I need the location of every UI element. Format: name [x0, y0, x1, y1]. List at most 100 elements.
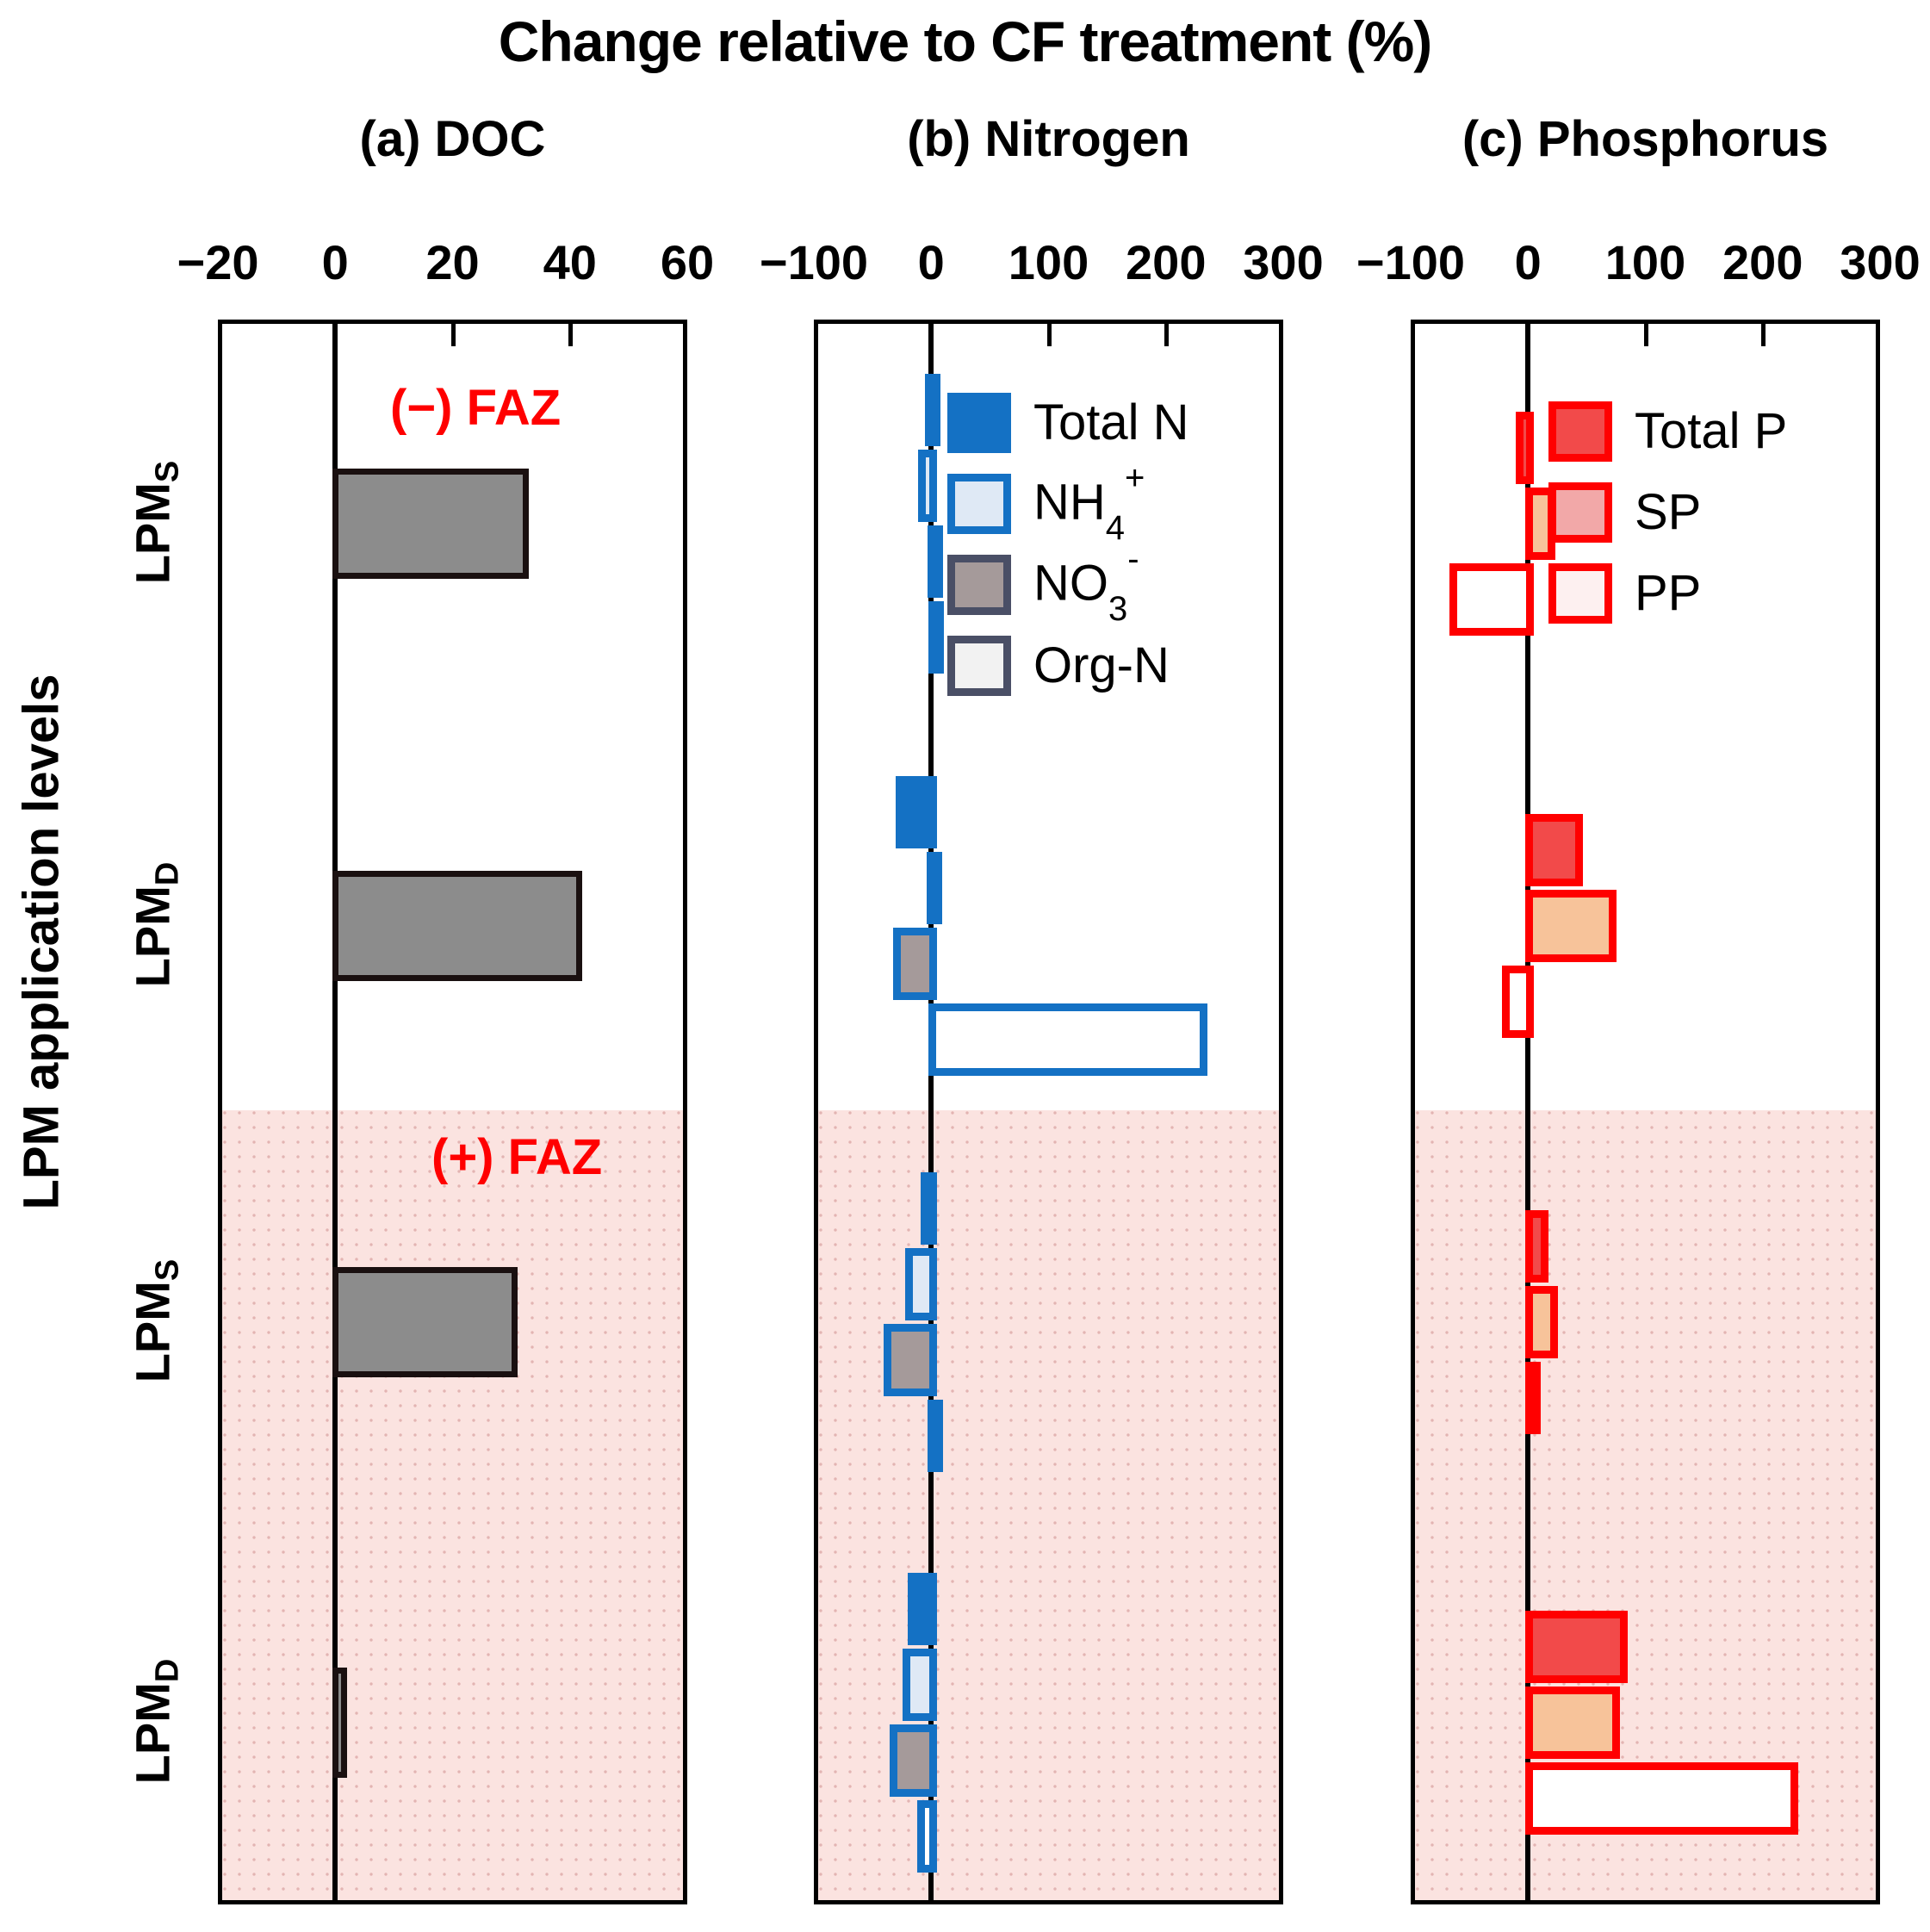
legend-label: Org-N [1033, 637, 1170, 693]
x-tick-label: 40 [543, 235, 597, 289]
positive-faz-shaded-band [1415, 1110, 1876, 1900]
legend-item[interactable]: PP [1548, 560, 1787, 627]
zero-reference-line [1525, 324, 1531, 1900]
annotation-positive-faz: (+) FAZ [431, 1129, 603, 1185]
legend-swatch-icon [1548, 563, 1612, 624]
positive-faz-shaded-band [222, 1110, 683, 1900]
legend-item[interactable]: SP [1548, 479, 1787, 546]
plot-area-b [814, 320, 1283, 1904]
x-tick-label: −100 [1356, 235, 1466, 289]
y-tick-label-lpm-d: LPMD [125, 1658, 186, 1785]
bar [332, 469, 530, 579]
bar [332, 1267, 518, 1377]
bar [332, 1668, 348, 1778]
legend-swatch-icon [1548, 401, 1612, 462]
bar [903, 1649, 938, 1721]
panel-a: (a) DOC −20 0 20 40 60 [177, 0, 715, 1932]
x-tick-label: 0 [1514, 235, 1542, 289]
panel-c: (c) Phosphorus −100 0 100 200 300 [1356, 0, 1921, 1932]
x-axis-ticks-c: −100 0 100 200 300 [1356, 234, 1921, 289]
bar [925, 374, 941, 446]
bar [893, 928, 938, 1000]
bar [926, 852, 942, 924]
bar [1502, 966, 1535, 1038]
zero-reference-line [928, 324, 934, 1900]
plot-area-a [218, 320, 687, 1904]
x-axis-ticks-b: −100 0 100 200 300 [760, 234, 1324, 289]
bar [1525, 1362, 1542, 1434]
legend-label: PP [1635, 565, 1702, 621]
legend-item[interactable]: Total N [947, 389, 1189, 457]
bar [1525, 1210, 1548, 1283]
positive-faz-shaded-band [818, 1110, 1279, 1900]
bar [884, 1324, 938, 1396]
x-tick-label: 0 [917, 235, 945, 289]
bar [920, 1172, 938, 1245]
bar [905, 1248, 938, 1320]
legend-phosphorus: Total P SP PP [1548, 398, 1787, 641]
bar [1525, 814, 1584, 886]
y-tick-label-lpm-d: LPMD [125, 861, 186, 988]
panel-b: (b) Nitrogen −100 0 100 200 300 [760, 0, 1324, 1932]
x-axis-tick-mark [568, 324, 573, 346]
legend-label: NO3- [1033, 539, 1139, 629]
bar [1525, 1762, 1798, 1835]
x-tick-label: 300 [1243, 235, 1324, 289]
x-tick-label: 20 [425, 235, 480, 289]
legend-item[interactable]: NO3- [947, 539, 1189, 629]
x-tick-label: 200 [1126, 235, 1207, 289]
x-axis-tick-mark [450, 324, 456, 346]
x-tick-label: 100 [1008, 235, 1089, 289]
bar [1449, 563, 1535, 636]
zero-reference-line [332, 324, 338, 1900]
bar [916, 1800, 938, 1873]
legend-label: NH4+ [1033, 458, 1145, 548]
y-tick-label-lpm-s: LPMS [125, 1258, 186, 1383]
legend-item[interactable]: Org-N [947, 632, 1189, 699]
bar [896, 776, 938, 848]
bar [928, 1003, 1207, 1076]
bar [1525, 890, 1617, 962]
panel-title-a: (a) DOC [359, 111, 546, 167]
bar [907, 1573, 938, 1645]
legend-swatch-icon [947, 636, 1011, 696]
x-tick-label: −20 [177, 235, 259, 289]
bar [890, 1724, 938, 1797]
bar [917, 450, 938, 522]
bar [1525, 1286, 1558, 1358]
x-axis-tick-mark [1046, 324, 1052, 346]
x-tick-label: 300 [1840, 235, 1921, 289]
panel-title-c: (c) Phosphorus [1461, 111, 1829, 167]
bar [332, 871, 582, 981]
bar [927, 1400, 943, 1472]
legend-item[interactable]: Total P [1548, 398, 1787, 465]
bar [1525, 1611, 1629, 1683]
x-tick-label: 200 [1722, 235, 1803, 289]
bar [927, 525, 943, 598]
x-axis-ticks-a: −20 0 20 40 60 [177, 234, 715, 289]
legend-nitrogen: Total N NH4+NO3- Org-N [947, 389, 1189, 713]
bar [1516, 412, 1535, 484]
legend-swatch-icon [1548, 482, 1612, 543]
x-tick-label: 100 [1604, 235, 1686, 289]
legend-item[interactable]: NH4+ [947, 458, 1189, 548]
x-tick-label: 60 [660, 235, 715, 289]
legend-label: Total N [1033, 394, 1189, 450]
figure-supertitle: Change relative to CF treatment (%) [498, 9, 1433, 73]
x-tick-label: −100 [759, 235, 869, 289]
legend-label: Total P [1635, 403, 1788, 459]
annotation-negative-faz: (−) FAZ [390, 380, 562, 436]
legend-label: SP [1635, 484, 1702, 540]
legend-swatch-icon [947, 393, 1011, 453]
x-tick-label: 0 [321, 235, 349, 289]
legend-swatch-icon [947, 555, 1011, 615]
x-axis-tick-mark [1643, 324, 1648, 346]
bar [1525, 1687, 1620, 1759]
y-axis-title: LPM application levels [13, 674, 70, 1210]
y-tick-label-lpm-s: LPMS [125, 460, 186, 585]
legend-swatch-icon [947, 474, 1011, 534]
plot-area-c [1411, 320, 1880, 1904]
panel-title-b: (b) Nitrogen [907, 111, 1190, 167]
x-axis-tick-mark [1760, 324, 1766, 346]
